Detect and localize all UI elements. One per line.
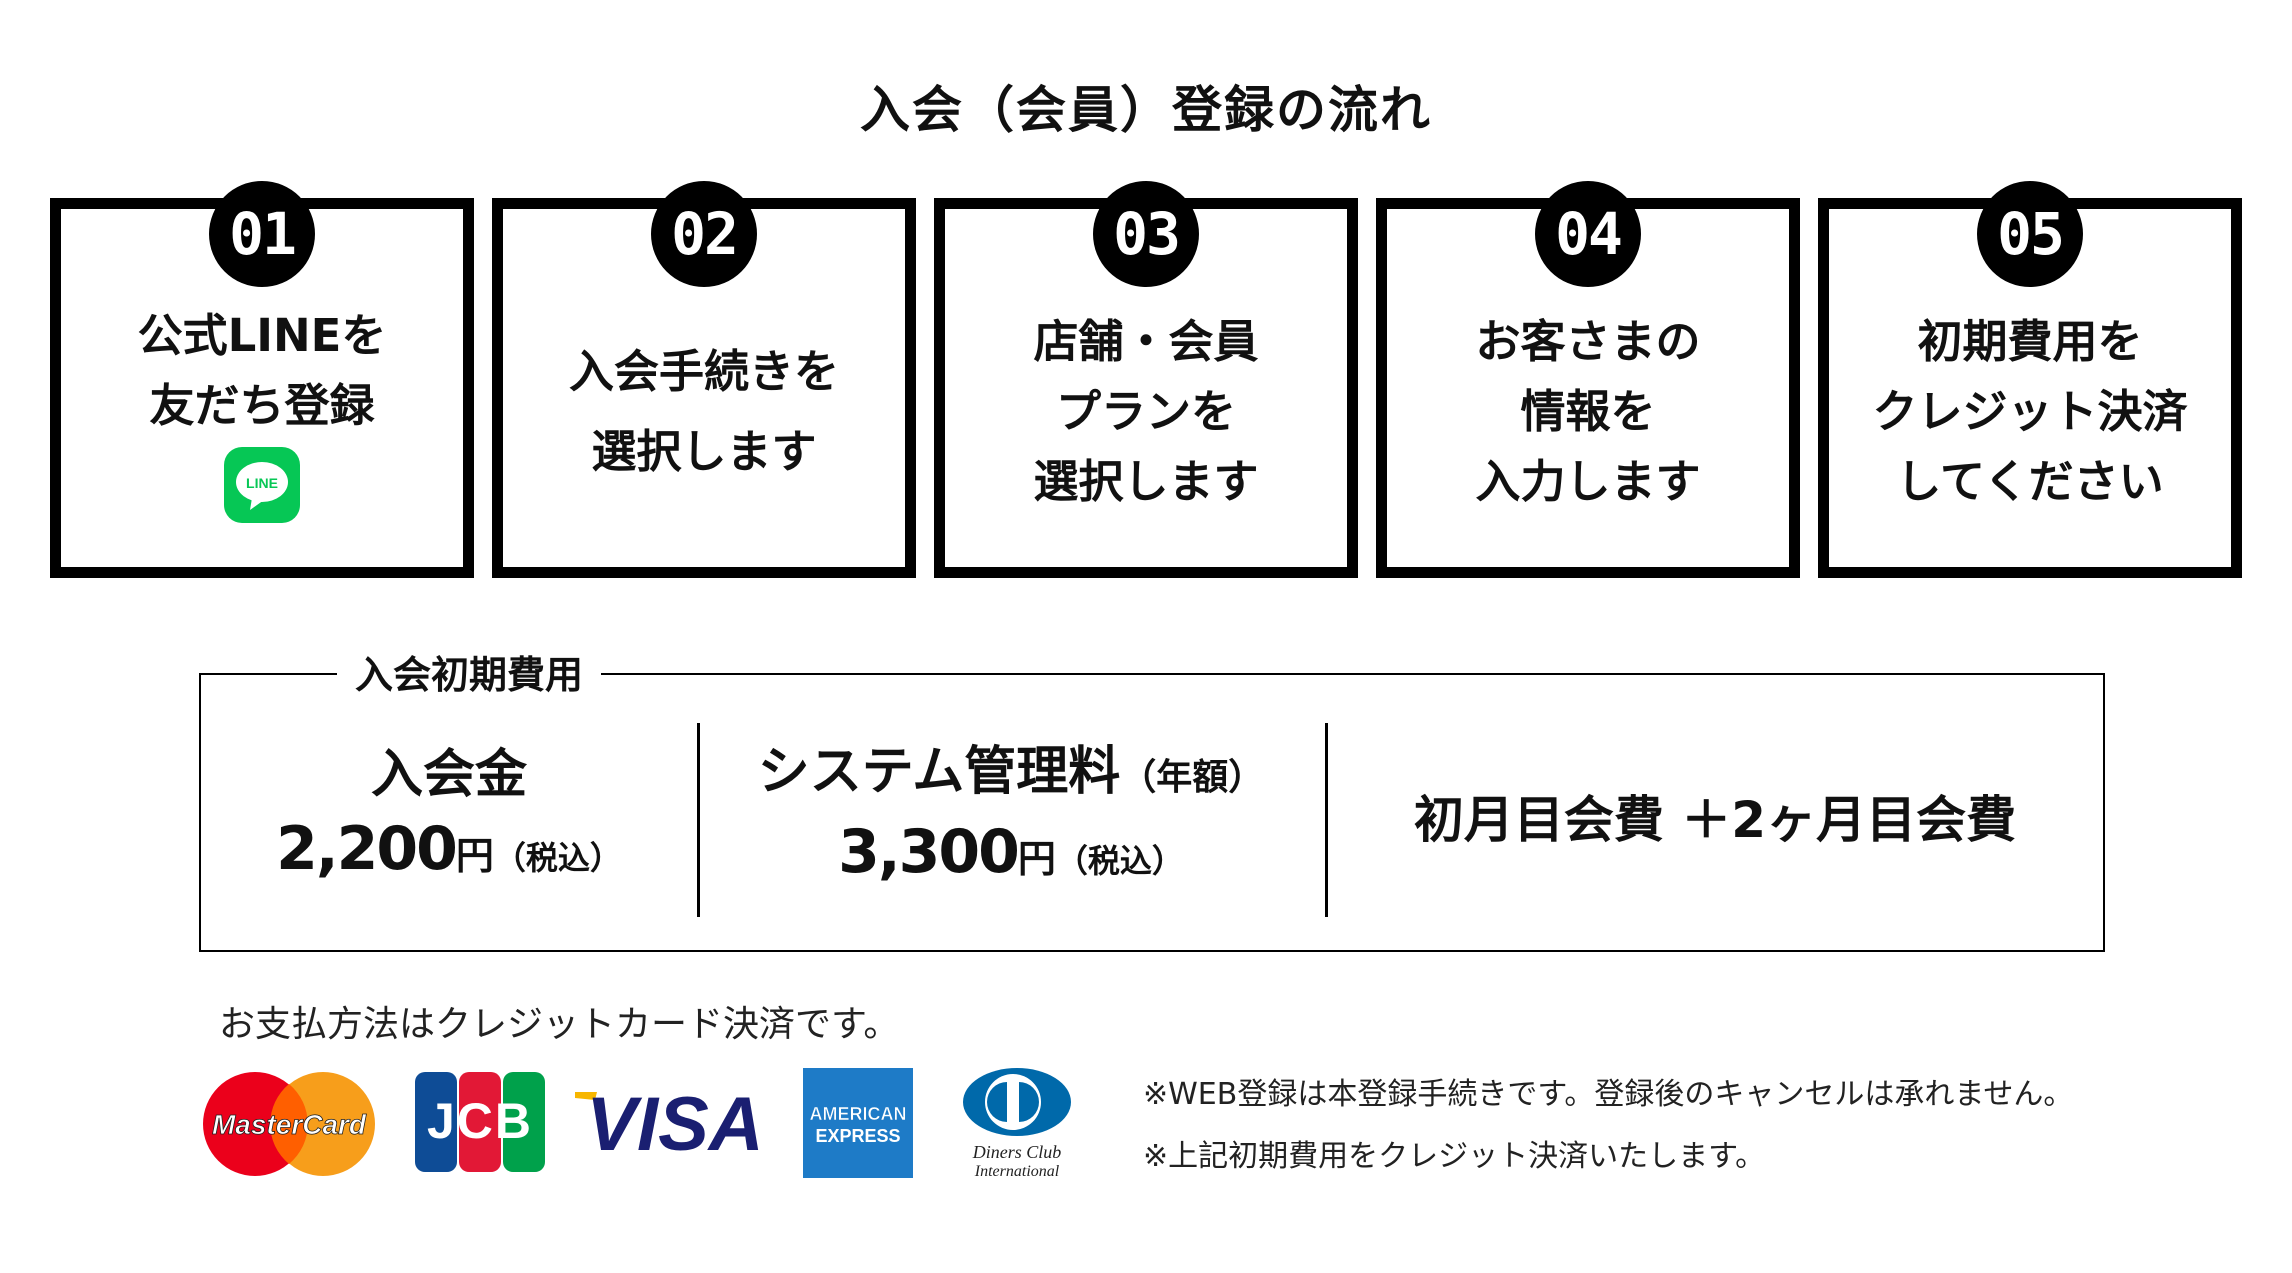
- fee-period: （年額）: [1120, 756, 1265, 798]
- step-line: 情報を: [1520, 385, 1656, 438]
- svg-text:EXPRESS: EXPRESS: [815, 1126, 900, 1146]
- svg-text:AMERICAN: AMERICAN: [810, 1104, 907, 1124]
- line-icon[interactable]: LINE: [223, 447, 300, 523]
- page-title: 入会（会員）登録の流れ: [860, 81, 1432, 139]
- step-line: 公式LINEを: [137, 309, 387, 362]
- step-number: 02: [651, 181, 757, 287]
- registration-notes: ※WEB登録は本登録手続きです。登録後のキャンセルは承れません。 ※上記初期費用…: [1143, 1064, 2073, 1188]
- svg-text:MasterCard: MasterCard: [212, 1109, 367, 1140]
- step-line: クレジット決済: [1872, 385, 2188, 438]
- visa-logo: VISA: [575, 1082, 775, 1167]
- initial-fees-box: 入会初期費用 入会金 2,200円（税込） システム管理料（年額） 3,300円…: [199, 647, 2105, 952]
- step-line: プランを: [1055, 385, 1236, 438]
- fee-name: 初月目会費 ＋2ヶ月目会費: [1413, 791, 2017, 849]
- svg-text:VISA: VISA: [586, 1086, 763, 1160]
- mastercard-logo: MasterCard: [199, 1070, 379, 1182]
- step-line: 選択します: [1033, 455, 1259, 508]
- step-description: 入会手続きを 選択します: [569, 332, 839, 492]
- fee-divider: [1325, 723, 1328, 917]
- fees-legend: 入会初期費用: [337, 647, 602, 703]
- fee-price: 2,200円（税込）: [276, 811, 622, 902]
- step-description: 初期費用を クレジット決済 してください: [1872, 307, 2187, 517]
- step-line: 初期費用を: [1917, 315, 2143, 368]
- fee-system: システム管理料（年額） 3,300円（税込）: [697, 723, 1325, 917]
- diners-logo: Diners Club International: [955, 1068, 1079, 1184]
- fee-enrollment: 入会金 2,200円（税込）: [201, 723, 697, 917]
- svg-text:LINE: LINE: [246, 475, 278, 491]
- step-4: 04 お客さまの 情報を 入力します: [1376, 181, 1800, 578]
- step-number: 05: [1977, 181, 2083, 287]
- registration-steps: 01 公式LINEを 友だち登録 LINE 02 入会手続きを 選択します 03…: [50, 181, 2242, 578]
- payment-method-note: お支払方法はクレジットカード決済です。: [219, 1004, 900, 1045]
- step-number: 01: [209, 181, 315, 287]
- svg-text:International: International: [974, 1163, 1060, 1180]
- fee-amount: 3,300: [838, 816, 1020, 887]
- fee-name-text: システム管理料: [757, 741, 1121, 802]
- step-line: 選択します: [591, 425, 817, 478]
- step-line: してください: [1896, 455, 2164, 508]
- fee-name: システム管理料（年額）: [758, 736, 1264, 814]
- step-description: 公式LINEを 友だち登録 LINE: [137, 301, 387, 523]
- fee-tax: （税込）: [1055, 841, 1184, 880]
- step-line: 入力します: [1475, 455, 1701, 508]
- step-line: 入会手続きを: [568, 345, 839, 398]
- fee-amount: 2,200: [276, 813, 458, 884]
- fee-divider: [697, 723, 700, 917]
- svg-text:JCB: JCB: [427, 1093, 533, 1149]
- fee-unit: 円: [1017, 836, 1056, 881]
- fee-name: 入会金: [370, 744, 527, 805]
- fee-unit: 円: [455, 833, 494, 878]
- amex-logo: AMERICAN EXPRESS: [803, 1068, 913, 1182]
- fee-tax: （税込）: [493, 838, 622, 877]
- step-3: 03 店舗・会員 プランを 選択します: [934, 181, 1358, 578]
- step-1: 01 公式LINEを 友だち登録 LINE: [50, 181, 474, 578]
- note-line: ※上記初期費用をクレジット決済いたします。: [1143, 1139, 1766, 1174]
- step-5: 05 初期費用を クレジット決済 してください: [1818, 181, 2242, 578]
- jcb-logo: JCB: [415, 1072, 545, 1176]
- step-number: 04: [1535, 181, 1641, 287]
- fee-membership: 初月目会費 ＋2ヶ月目会費: [1325, 723, 2105, 917]
- svg-text:Diners Club: Diners Club: [972, 1142, 1062, 1162]
- step-number: 03: [1093, 181, 1199, 287]
- step-description: 店舗・会員 プランを 選択します: [1033, 307, 1258, 517]
- step-line: 店舗・会員: [1033, 315, 1259, 368]
- card-logos: MasterCard JCB VISA AMERICAN EXPRESS: [199, 1068, 1079, 1180]
- fee-price: 3,300円（税込）: [838, 814, 1184, 905]
- step-line: 友だち登録: [149, 379, 375, 432]
- step-description: お客さまの 情報を 入力します: [1475, 307, 1700, 517]
- note-line: ※WEB登録は本登録手続きです。登録後のキャンセルは承れません。: [1143, 1077, 2074, 1112]
- step-line: お客さまの: [1475, 315, 1701, 368]
- step-2: 02 入会手続きを 選択します: [492, 181, 916, 578]
